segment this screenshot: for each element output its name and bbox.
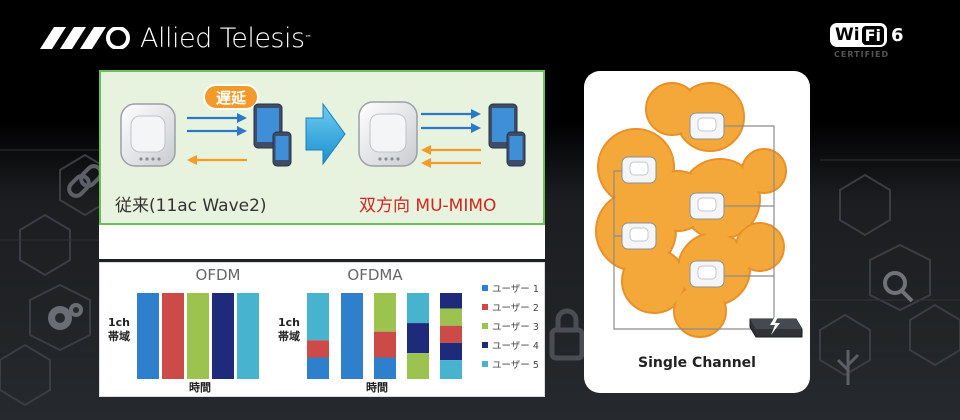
usb-icon — [836, 350, 860, 385]
magnifier-icon — [883, 271, 914, 303]
ofdm-y-label-1ch: 1ch — [108, 316, 130, 329]
ofdm-bar-user-1 — [137, 293, 159, 379]
ofdma-bars — [307, 293, 462, 379]
brand-trademark: ™ — [304, 34, 312, 42]
ofdm-bar-user-2 — [162, 293, 184, 379]
single-channel-diagram: Single Channel — [595, 82, 803, 371]
ofdma-y-label-1ch: 1ch — [278, 316, 300, 329]
legend-label-user-2: ユーザー 2 — [492, 303, 539, 314]
ofdma-segment-user-4 — [440, 342, 462, 361]
ofdma-title: OFDMA — [347, 266, 403, 284]
ofdma-segment-user-2 — [374, 331, 396, 358]
access-point-icon — [621, 222, 657, 250]
downlink-arrows-left — [187, 113, 247, 136]
legend-swatch-user-5 — [482, 361, 488, 367]
ofdma-x-label: 時間 — [366, 380, 388, 394]
ofdma-y-label-band: 帯域 — [278, 329, 300, 343]
ofdma-segment-user-1 — [307, 357, 329, 379]
ofdma-segment-user-5 — [407, 293, 429, 324]
ofdm-y-label-band: 帯域 — [108, 329, 130, 343]
ofdma-segment-user-1 — [374, 357, 396, 379]
mu-mimo-diagram: 遅延 — [115, 84, 526, 216]
ofdm-bar-user-5 — [237, 293, 259, 379]
legend-label-user-4: ユーザー 4 — [492, 341, 539, 352]
transition-arrow-icon — [305, 102, 346, 166]
ofdma-segment-user-5 — [307, 293, 329, 341]
access-point-icon — [358, 101, 418, 167]
brand-name: Allied Telesis — [140, 22, 305, 54]
ofdma-segment-user-2 — [440, 325, 462, 343]
bidirectional-mu-mimo-label: 双方向 MU-MIMO — [359, 196, 496, 216]
ofdma-segment-user-5 — [440, 360, 462, 379]
ofdma-segment-user-2 — [307, 340, 329, 358]
wifi-six: 6 — [891, 24, 904, 46]
access-point-icon — [689, 260, 725, 288]
downlink-arrows-right — [421, 109, 481, 133]
access-point-icon — [120, 103, 176, 167]
legend-label-user-1: ユーザー 1 — [492, 284, 539, 295]
delay-badge-text: 遅延 — [216, 89, 247, 107]
legend-swatch-user-2 — [482, 304, 488, 310]
wifi-wi: Wi — [835, 25, 860, 45]
access-point-icon — [689, 192, 725, 220]
smartphone-icon — [506, 131, 526, 167]
legend-swatch-user-4 — [482, 342, 488, 348]
single-channel-caption: Single Channel — [638, 355, 756, 371]
allied-telesis-mark-icon — [40, 27, 130, 49]
legend-label-user-3: ユーザー 3 — [492, 322, 539, 333]
legend-swatch-user-1 — [482, 285, 488, 291]
network-switch-icon — [749, 315, 803, 338]
ofdma-segment-user-3 — [440, 308, 462, 326]
ofdm-title: OFDM — [196, 266, 241, 284]
ofdm-x-label: 時間 — [189, 380, 211, 394]
legend-label-user-5: ユーザー 5 — [492, 360, 539, 371]
ofdma-segment-user-4 — [407, 323, 429, 354]
wifi-fi: Fi — [861, 25, 885, 45]
spacer-strip — [99, 225, 545, 259]
wifi-certified-text: CERTIFIED — [834, 50, 890, 59]
conventional-label: 従来(11ac Wave2) — [115, 196, 267, 216]
ofdm-ofdma-panel: OFDM OFDMA 1ch 帯域 1ch 帯域 時間 時間 ユーザー 1 ユー… — [99, 262, 545, 397]
smartphone-icon — [272, 131, 292, 167]
uplink-arrows-right — [421, 145, 481, 168]
gear-icon — [48, 303, 83, 330]
user-legend: ユーザー 1 ユーザー 2 ユーザー 3 ユーザー 4 ユーザー 5 — [482, 284, 539, 371]
ofdm-bar-user-4 — [212, 293, 234, 379]
single-channel-panel: Single Channel — [584, 71, 810, 393]
mu-mimo-panel: 遅延 — [99, 70, 545, 225]
delay-badge: 遅延 — [203, 84, 259, 110]
ofdm-bar-user-3 — [187, 293, 209, 379]
access-point-icon — [689, 112, 725, 140]
ofdm-bars — [137, 293, 259, 379]
legend-swatch-user-3 — [482, 323, 488, 329]
ofdma-segment-user-1 — [341, 293, 363, 379]
wifi-logo: Wi Fi — [830, 23, 888, 47]
ofdma-segment-user-3 — [407, 353, 429, 379]
brand-logo: Allied Telesis ™ — [40, 22, 312, 54]
ofdma-segment-user-3 — [374, 293, 396, 332]
ofdm-ofdma-diagram: OFDM OFDMA 1ch 帯域 1ch 帯域 時間 時間 ユーザー 1 ユー… — [108, 266, 539, 394]
ofdma-segment-user-4 — [440, 293, 462, 309]
lock-icon — [549, 308, 585, 361]
uplink-arrow-left — [187, 155, 247, 165]
access-point-icon — [621, 156, 657, 184]
wifi6-certified-badge: Wi Fi 6 CERTIFIED — [830, 22, 916, 64]
link-icon — [67, 164, 103, 198]
